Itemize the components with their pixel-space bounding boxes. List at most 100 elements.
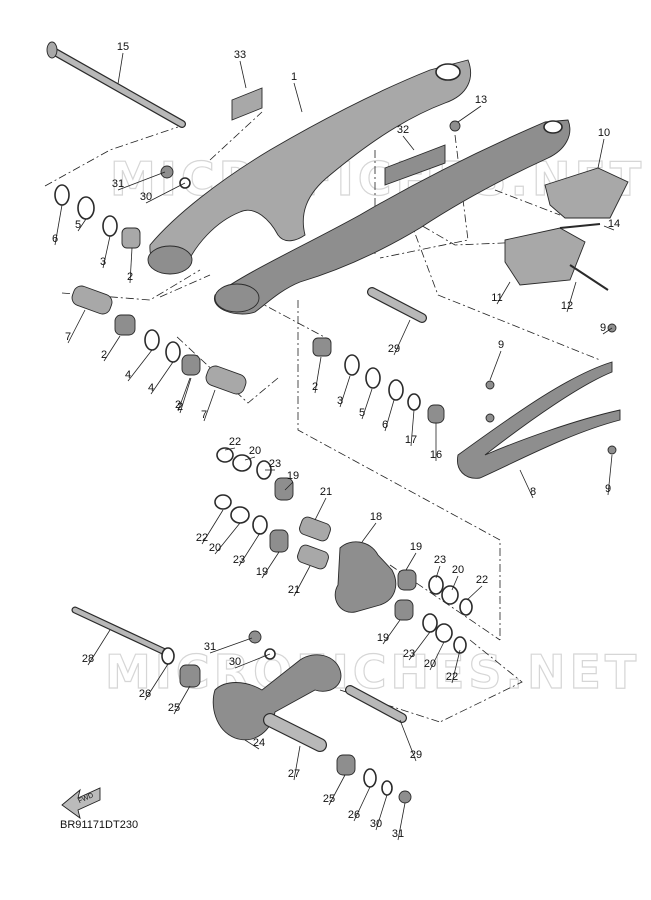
callout-number-2: 2 bbox=[101, 349, 107, 361]
swingarm-part bbox=[147, 59, 571, 315]
callout-number-19: 19 bbox=[256, 566, 268, 578]
callout-number-31: 31 bbox=[204, 641, 216, 653]
callout-number-2: 2 bbox=[127, 271, 133, 283]
callout-leader bbox=[382, 619, 401, 645]
callout-number-27: 27 bbox=[288, 768, 300, 780]
callout-leader bbox=[314, 497, 327, 521]
callout-leader bbox=[209, 637, 253, 654]
callout-number-20: 20 bbox=[452, 564, 464, 576]
callout-leader bbox=[451, 649, 461, 684]
callout-leader bbox=[203, 389, 216, 422]
callout-leader bbox=[393, 319, 411, 356]
callout-number-18: 18 bbox=[370, 511, 382, 523]
callout-leader bbox=[117, 52, 124, 85]
callout-leader bbox=[102, 235, 111, 269]
callout-number-10: 10 bbox=[598, 127, 610, 139]
callout-number-22: 22 bbox=[476, 574, 488, 586]
callout-number-12: 12 bbox=[561, 300, 573, 312]
callout-number-25: 25 bbox=[168, 702, 180, 714]
callout-number-14: 14 bbox=[608, 218, 620, 230]
callout-number-23: 23 bbox=[269, 458, 281, 470]
callout-leader bbox=[127, 349, 153, 382]
connecting-rod-assembly bbox=[71, 606, 407, 796]
callout-number-22: 22 bbox=[196, 532, 208, 544]
callout-number-6: 6 bbox=[52, 233, 58, 245]
callout-leader bbox=[177, 377, 191, 412]
callout-number-2: 2 bbox=[175, 399, 181, 411]
label-32-part bbox=[384, 144, 446, 186]
callout-number-25: 25 bbox=[323, 793, 335, 805]
callout-number-23: 23 bbox=[403, 648, 415, 660]
callout-number-20: 20 bbox=[424, 658, 436, 670]
relay-arm-assembly bbox=[214, 447, 473, 654]
chain-slider-part bbox=[457, 361, 621, 479]
chain-guide-part-11 bbox=[504, 227, 586, 286]
callout-number-17: 17 bbox=[405, 434, 417, 446]
callout-leader bbox=[361, 522, 377, 543]
callout-layer: 1222223344556677899910111213141516171819… bbox=[52, 41, 620, 841]
callout-number-30: 30 bbox=[140, 191, 152, 203]
callout-leader bbox=[145, 182, 186, 204]
callout-leader bbox=[293, 745, 301, 781]
callout-leader bbox=[261, 551, 280, 579]
callout-number-24: 24 bbox=[253, 737, 265, 749]
callout-leader bbox=[597, 138, 605, 169]
callout-leader bbox=[466, 585, 483, 601]
pivot-shaft-part bbox=[46, 41, 186, 128]
bearings-left bbox=[54, 184, 247, 395]
callout-leader bbox=[566, 281, 577, 313]
callout-leader bbox=[87, 629, 111, 666]
callout-leader bbox=[179, 377, 192, 414]
callout-leader bbox=[129, 247, 133, 284]
callout-leader bbox=[339, 375, 351, 408]
callout-number-19: 19 bbox=[287, 470, 299, 482]
callout-number-28: 28 bbox=[82, 653, 94, 665]
callout-leader bbox=[405, 552, 417, 571]
callout-number-21: 21 bbox=[288, 584, 300, 596]
callout-leader bbox=[234, 653, 271, 669]
callout-number-32: 32 bbox=[397, 124, 409, 136]
callout-leader bbox=[244, 739, 260, 750]
callout-leader bbox=[201, 509, 224, 545]
callout-leader bbox=[214, 522, 241, 555]
callout-number-29: 29 bbox=[410, 749, 422, 761]
callout-number-26: 26 bbox=[348, 809, 360, 821]
callout-leader bbox=[67, 309, 86, 344]
callout-leader bbox=[117, 171, 166, 191]
callout-number-3: 3 bbox=[337, 395, 343, 407]
callout-leader bbox=[397, 802, 406, 841]
fwd-arrow-icon: FWD bbox=[61, 787, 101, 820]
callout-number-5: 5 bbox=[359, 407, 365, 419]
callout-leader bbox=[402, 135, 415, 151]
callout-leader bbox=[602, 327, 613, 335]
callout-number-4: 4 bbox=[125, 369, 131, 381]
callout-leader bbox=[375, 794, 388, 831]
callout-leader bbox=[353, 786, 371, 822]
callout-number-8: 8 bbox=[530, 486, 536, 498]
callout-number-4: 4 bbox=[148, 382, 154, 394]
callout-number-2: 2 bbox=[177, 401, 183, 413]
callout-leader bbox=[224, 447, 236, 451]
callout-leader bbox=[519, 469, 534, 499]
pivot-bolt-29-top bbox=[367, 287, 427, 323]
bearings-right bbox=[312, 337, 445, 424]
callout-number-31: 31 bbox=[392, 828, 404, 840]
callout-leader bbox=[399, 719, 417, 762]
callout-leader bbox=[603, 225, 615, 231]
callout-leader bbox=[328, 774, 346, 806]
callout-leader bbox=[284, 481, 294, 491]
callout-number-31: 31 bbox=[112, 178, 124, 190]
callout-leader bbox=[429, 641, 445, 671]
callout-number-33: 33 bbox=[234, 49, 246, 61]
callout-number-23: 23 bbox=[233, 554, 245, 566]
callout-leader bbox=[54, 204, 63, 246]
callout-number-6: 6 bbox=[382, 419, 388, 431]
callout-leader bbox=[77, 218, 87, 232]
callout-number-19: 19 bbox=[410, 541, 422, 553]
callout-leader bbox=[451, 575, 459, 591]
callout-leader bbox=[435, 565, 441, 579]
callout-leader bbox=[103, 335, 121, 362]
callout-leader bbox=[496, 281, 511, 305]
callout-number-2: 2 bbox=[312, 381, 318, 393]
